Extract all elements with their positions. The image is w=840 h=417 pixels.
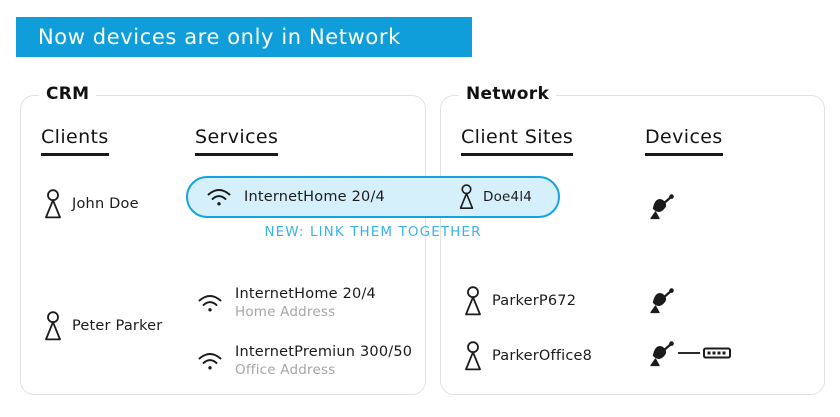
router-icon bbox=[703, 346, 731, 360]
column-header-devices: Devices bbox=[645, 126, 723, 156]
link-highlight-service: InternetHome 20/4 bbox=[206, 187, 458, 207]
link-highlight-site: Doe4l4 bbox=[458, 184, 532, 210]
service-title: InternetHome 20/4 bbox=[244, 188, 385, 205]
list-item-device-parkeroffice8[interactable] bbox=[647, 339, 731, 367]
client-site-name: ParkerOffice8 bbox=[492, 348, 593, 364]
client-name: John Doe bbox=[72, 196, 139, 212]
service-text-block: InternetPremiun 300/50 Office Address bbox=[235, 344, 412, 379]
device-connector-line bbox=[678, 352, 700, 354]
wifi-icon bbox=[197, 351, 223, 371]
person-icon bbox=[463, 341, 483, 371]
column-header-client-sites: Client Sites bbox=[461, 126, 574, 156]
link-highlight-box[interactable]: InternetHome 20/4 Doe4l4 bbox=[186, 176, 560, 218]
satellite-dish-icon bbox=[647, 286, 677, 314]
service-subtitle: Office Address bbox=[235, 361, 336, 378]
network-panel: Network Client Sites Devices ParkerP672 … bbox=[440, 84, 825, 395]
list-item-client-peter-parker[interactable]: Peter Parker bbox=[43, 311, 162, 341]
link-highlight-note: NEW: LINK THEM TOGETHER bbox=[264, 224, 482, 240]
person-icon bbox=[458, 184, 475, 210]
list-item-device-doe[interactable] bbox=[647, 192, 677, 220]
person-icon bbox=[463, 286, 483, 316]
service-title: InternetPremiun 300/50 bbox=[235, 344, 413, 360]
client-site-name: ParkerP672 bbox=[492, 293, 577, 309]
list-item-service-internethome-peter[interactable]: InternetHome 20/4 Home Address bbox=[197, 286, 376, 321]
list-item-site-parkerp672[interactable]: ParkerP672 bbox=[463, 286, 576, 316]
crm-panel: CRM Clients Services John Doe Peter Park… bbox=[20, 84, 426, 395]
panels-area: CRM Clients Services John Doe Peter Park… bbox=[0, 84, 840, 400]
wifi-icon bbox=[197, 293, 223, 313]
client-site-name: Doe4l4 bbox=[483, 189, 533, 205]
headline-banner: Now devices are only in Network bbox=[16, 17, 472, 57]
crm-panel-legend: CRM bbox=[39, 84, 97, 104]
list-item-site-parkeroffice8[interactable]: ParkerOffice8 bbox=[463, 341, 592, 371]
network-columns: Client Sites Devices ParkerP672 ParkerOf… bbox=[441, 96, 824, 394]
link-highlight-content: InternetHome 20/4 Doe4l4 bbox=[188, 178, 558, 216]
wifi-icon bbox=[206, 187, 232, 207]
list-item-client-john-doe[interactable]: John Doe bbox=[43, 189, 139, 219]
list-item-service-internetpremium-peter[interactable]: InternetPremiun 300/50 Office Address bbox=[197, 344, 412, 379]
satellite-dish-icon bbox=[647, 192, 677, 220]
column-header-clients: Clients bbox=[41, 126, 109, 156]
column-header-services: Services bbox=[195, 126, 279, 156]
person-icon bbox=[43, 311, 63, 341]
service-subtitle: Home Address bbox=[235, 303, 336, 320]
list-item-device-parkerp672[interactable] bbox=[647, 286, 677, 314]
person-icon bbox=[43, 189, 63, 219]
client-name: Peter Parker bbox=[72, 318, 163, 334]
service-title: InternetHome 20/4 bbox=[235, 286, 376, 302]
network-panel-legend: Network bbox=[459, 84, 557, 104]
crm-columns: Clients Services John Doe Peter Parker bbox=[21, 96, 425, 394]
headline-banner-text: Now devices are only in Network bbox=[38, 25, 401, 49]
satellite-dish-icon bbox=[647, 339, 677, 367]
service-text-block: InternetHome 20/4 Home Address bbox=[235, 286, 376, 321]
